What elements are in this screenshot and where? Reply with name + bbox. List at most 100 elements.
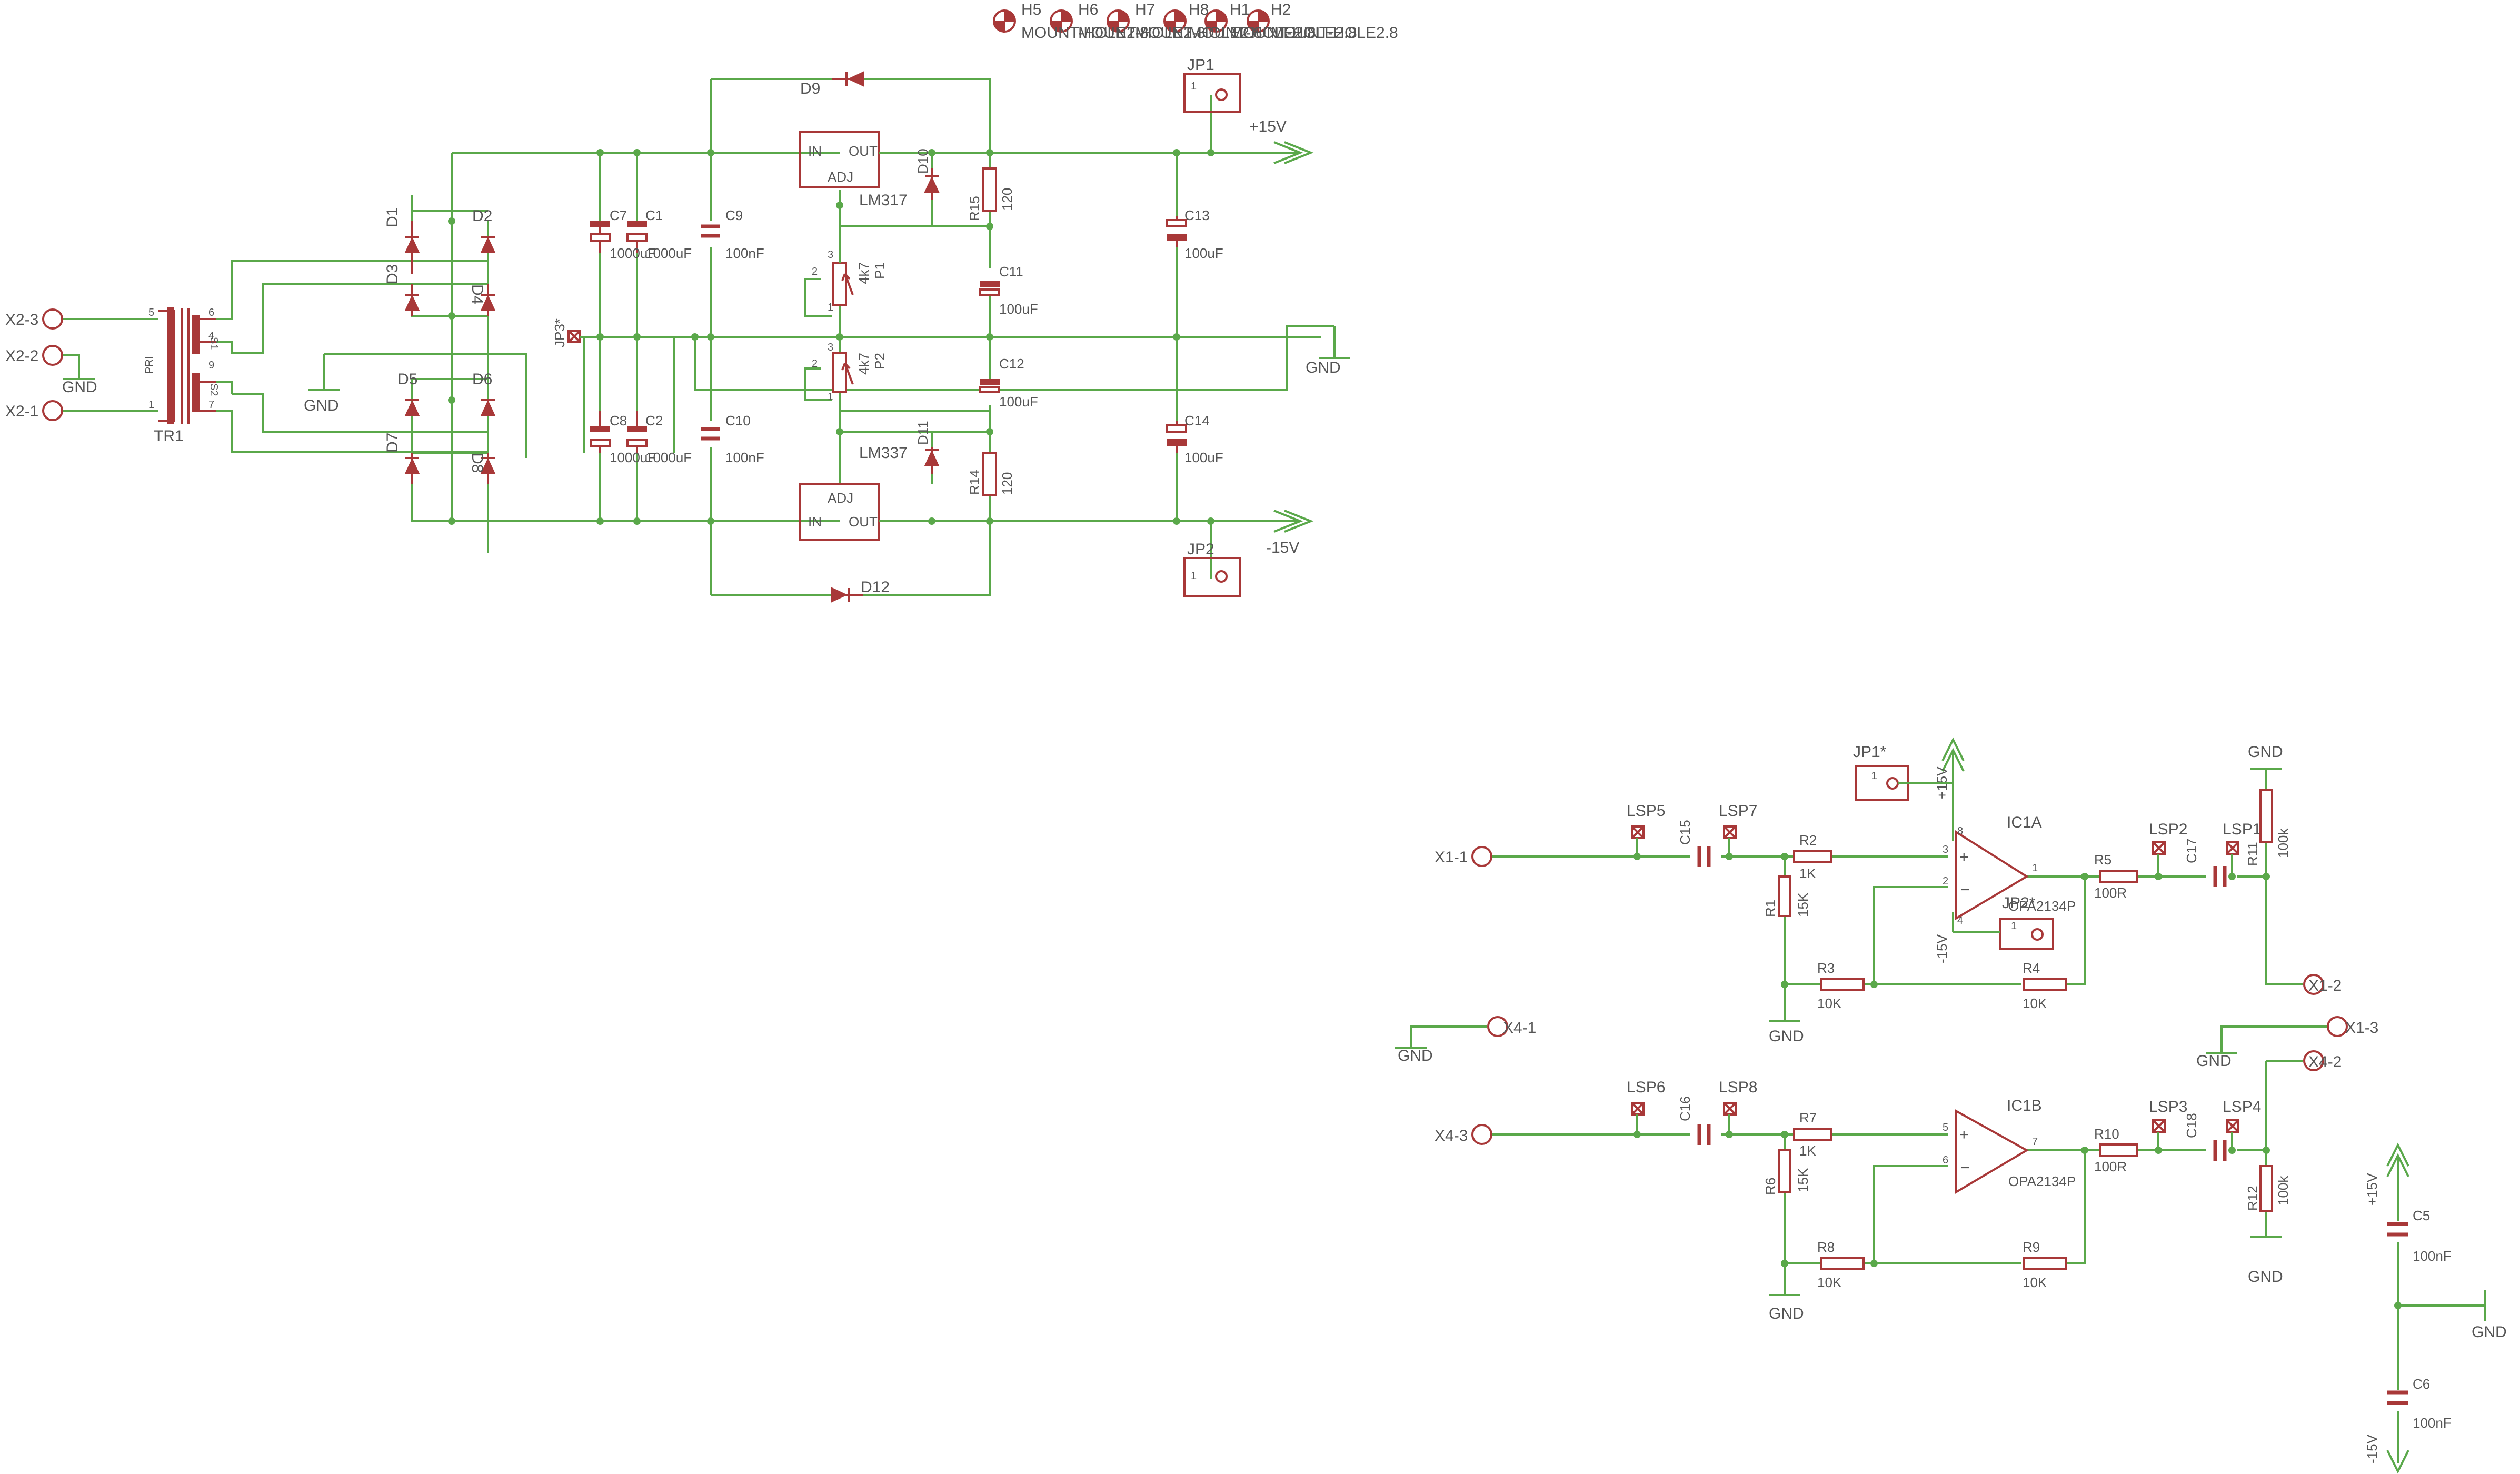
connector-x2: X2-3 X2-2 X2-1 GND: [5, 308, 97, 421]
jp2b-pin: 1: [2011, 920, 2017, 932]
d2-label: D2: [472, 207, 492, 225]
ic1b-minus: −: [1960, 1159, 1970, 1177]
c9-label: C9: [725, 207, 743, 223]
x2-1-label: X2-1: [5, 403, 38, 420]
hole-sub-label: MOUNT-HOLE2.8: [1230, 24, 1357, 42]
r12-label: R12: [2245, 1186, 2260, 1211]
lm337-label: LM337: [859, 444, 908, 462]
jumper-jp2b: [1953, 918, 2054, 950]
p1-label: P1: [872, 262, 888, 279]
p2-pin2: 2: [812, 358, 818, 370]
c6-value: 100nF: [2413, 1415, 2452, 1431]
mounting-holes: H5 H6 H7 H8 H1 H2 MOUNT-HOLE2.8 MOUNT-HO…: [993, 1, 1398, 42]
c5-value: 100nF: [2413, 1248, 2452, 1264]
c2-value: 1000uF: [645, 450, 692, 465]
c8-label: C8: [610, 413, 627, 429]
capacitor-c7-icon: [590, 221, 611, 253]
d3-label: D3: [384, 264, 401, 284]
tr1-pin1: 1: [148, 399, 154, 411]
jp2-label: JP2: [1187, 541, 1214, 558]
capacitor-c1-icon: [626, 221, 648, 253]
hole-h1-label: H1: [1230, 1, 1250, 18]
hole-h2-label: H2: [1271, 1, 1291, 18]
lsp3-label: LSP3: [2149, 1098, 2187, 1116]
r4-value: 10K: [2023, 995, 2047, 1011]
ic1a-plus: +: [1959, 849, 1969, 866]
hole-sub-label: MOUNT-HOLE2.8: [1271, 24, 1398, 42]
tr1-s1-label: S1: [208, 337, 220, 350]
gnd-label: GND: [304, 397, 339, 414]
resistor-r6-icon: [1778, 1149, 1791, 1193]
ic-supply-arrows: [1941, 737, 2409, 1474]
r8-value: 10K: [1817, 1274, 1842, 1290]
ic1a-pin8: 8: [1957, 825, 1963, 837]
r1-label: R1: [1762, 900, 1778, 917]
gnd-label: GND: [2248, 743, 2283, 761]
c7-value: 1000uF: [610, 245, 656, 261]
x1-3-label: X1-3: [2345, 1019, 2378, 1037]
c15-label: C15: [1677, 820, 1693, 845]
diode-d8-icon: [480, 453, 496, 484]
lm317-in: IN: [808, 143, 822, 159]
resistor-r14-icon: [982, 452, 997, 496]
lm337-adj: ADJ: [828, 490, 853, 506]
r14-label: R14: [967, 470, 982, 495]
p2-pin1: 1: [828, 391, 833, 403]
tr1-pin6: 6: [208, 307, 214, 318]
bulk-caps: C7 C1 1000uF 1000uF C8 C2 1000uF 1000uF …: [590, 207, 764, 465]
jumper-jp2: [1183, 557, 1241, 597]
r5-value: 100R: [2094, 885, 2127, 901]
ic1a-label: IC1A: [2007, 814, 2042, 831]
x4-3-label: X4-3: [1435, 1127, 1468, 1144]
c16-label: C16: [1677, 1096, 1693, 1121]
p2-value: 4k7: [856, 353, 872, 375]
diode-d10-icon: [924, 168, 940, 200]
lsp1-icon: [2226, 841, 2239, 877]
ic1b-pin6: 6: [1943, 1154, 1948, 1166]
tr1-pin5: 5: [148, 307, 154, 318]
d1-label: D1: [384, 207, 401, 227]
connector-x4: X4-1 X4-2 X4-3: [1435, 1016, 2342, 1145]
resistor-r15-icon: [982, 167, 997, 212]
potentiometer-p2-icon: [832, 352, 854, 393]
lsp5-icon: [1631, 825, 1645, 856]
resistor-r5-icon: [2099, 870, 2138, 883]
jumper-jp1: [1183, 73, 1241, 113]
jp2-pin: 1: [1191, 570, 1197, 582]
r14-value: 120: [999, 472, 1015, 495]
tr1-pri-label: PRI: [144, 356, 155, 374]
hole-h1-icon: [1204, 9, 1228, 33]
rail-neg-label: -15V: [1266, 539, 1299, 556]
ic1b-plus: +: [1959, 1126, 1969, 1143]
p1-pin3: 3: [828, 249, 833, 261]
hole-sub-label: MOUNT-HOLE2.8: [1135, 24, 1262, 42]
c10-label: C10: [725, 413, 751, 429]
potentiometer-p1-icon: [832, 190, 854, 306]
ic1b-pin5: 5: [1943, 1122, 1948, 1133]
p2-pin3: 3: [828, 342, 833, 353]
lsp1-label: LSP1: [2223, 821, 2261, 838]
ic1a-pin4: 4: [1957, 915, 1963, 927]
r9-label: R9: [2023, 1239, 2040, 1255]
lsp8-icon: [1723, 1102, 1737, 1134]
opamp-ic1b: + −: [1955, 1109, 2029, 1194]
hole-h8-icon: [1163, 9, 1187, 33]
x2-2-label: X2-2: [5, 347, 38, 365]
capacitor-c2-icon: [626, 411, 648, 453]
c8-value: 1000uF: [610, 450, 656, 465]
r6-value: 15K: [1795, 1168, 1811, 1192]
c13-value: 100uF: [1184, 245, 1223, 261]
c7-label: C7: [610, 207, 627, 223]
capacitor-c16-icon: [1697, 1124, 1711, 1145]
capacitor-c9-icon: [701, 224, 720, 238]
ic1a-pin2: 2: [1943, 875, 1948, 887]
resistor-r11-icon: [2259, 789, 2273, 843]
gnd-label: GND: [1769, 1305, 1804, 1322]
tr1-label: TR1: [154, 427, 184, 445]
amp-wires: [1410, 769, 2485, 1453]
r9-value: 10K: [2023, 1274, 2047, 1290]
tr1-s2-label: S2: [208, 383, 220, 396]
diode-d2-icon: [480, 236, 496, 253]
psu-wires: [63, 78, 1334, 596]
diode-d12-icon: [831, 587, 863, 603]
